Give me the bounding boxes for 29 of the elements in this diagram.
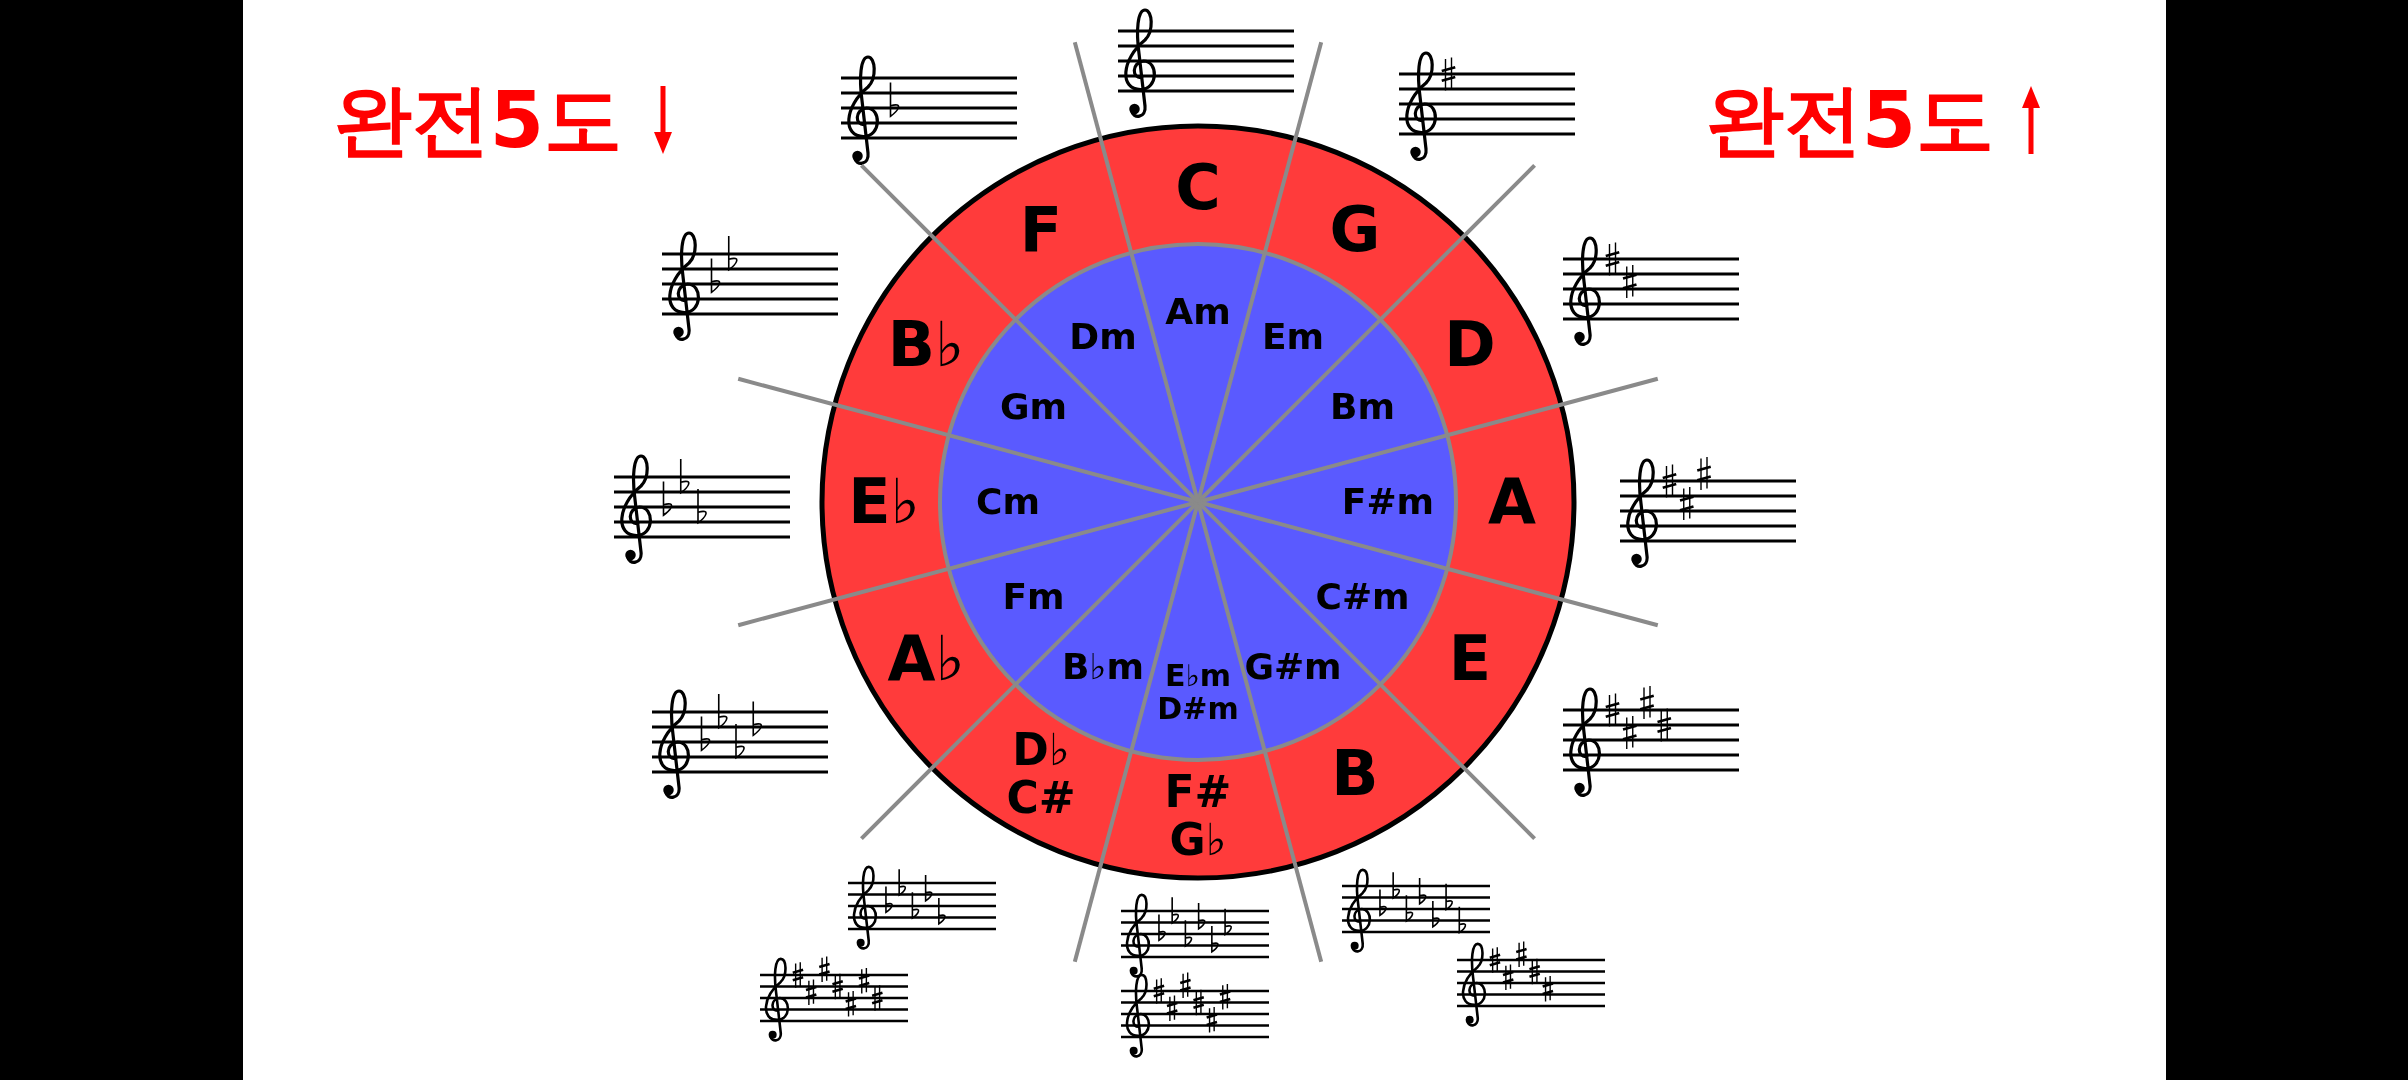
minor-key-label: D#m bbox=[1157, 693, 1239, 724]
major-key-label: E bbox=[1448, 628, 1492, 690]
title-text: 완전5도 bbox=[333, 81, 623, 159]
major-key-label: D bbox=[1444, 314, 1496, 376]
minor-key-label: C#m bbox=[1315, 579, 1410, 615]
major-key-label: G♭ bbox=[1169, 818, 1227, 863]
title-text: 완전5도 bbox=[1705, 81, 1995, 159]
major-key-label: G bbox=[1329, 199, 1381, 262]
minor-key-label: G#m bbox=[1244, 648, 1342, 685]
major-key-label: C# bbox=[1006, 776, 1076, 821]
major-key-label: B bbox=[1331, 742, 1379, 805]
minor-key-label: F#m bbox=[1341, 484, 1435, 520]
minor-key-label: Dm bbox=[1069, 319, 1137, 356]
major-key-label: B♭ bbox=[887, 314, 965, 376]
minor-key-label: Cm bbox=[976, 484, 1040, 520]
major-key-label: E♭ bbox=[848, 471, 920, 533]
minor-key-label: B♭m bbox=[1062, 648, 1144, 685]
major-key-label: A bbox=[1488, 471, 1536, 533]
major-key-label: A♭ bbox=[887, 628, 965, 690]
major-key-label: F# bbox=[1164, 769, 1232, 814]
minor-key-label: Bm bbox=[1330, 389, 1395, 425]
minor-key-label: Gm bbox=[999, 389, 1067, 425]
major-key-label: F bbox=[1019, 199, 1063, 262]
major-key-label: C bbox=[1175, 157, 1221, 219]
minor-key-label: Fm bbox=[1002, 579, 1065, 615]
minor-key-label: E♭m bbox=[1165, 660, 1231, 691]
minor-key-label: Am bbox=[1165, 294, 1231, 330]
minor-key-label: Em bbox=[1261, 319, 1325, 356]
major-key-label: D♭ bbox=[1012, 727, 1070, 772]
